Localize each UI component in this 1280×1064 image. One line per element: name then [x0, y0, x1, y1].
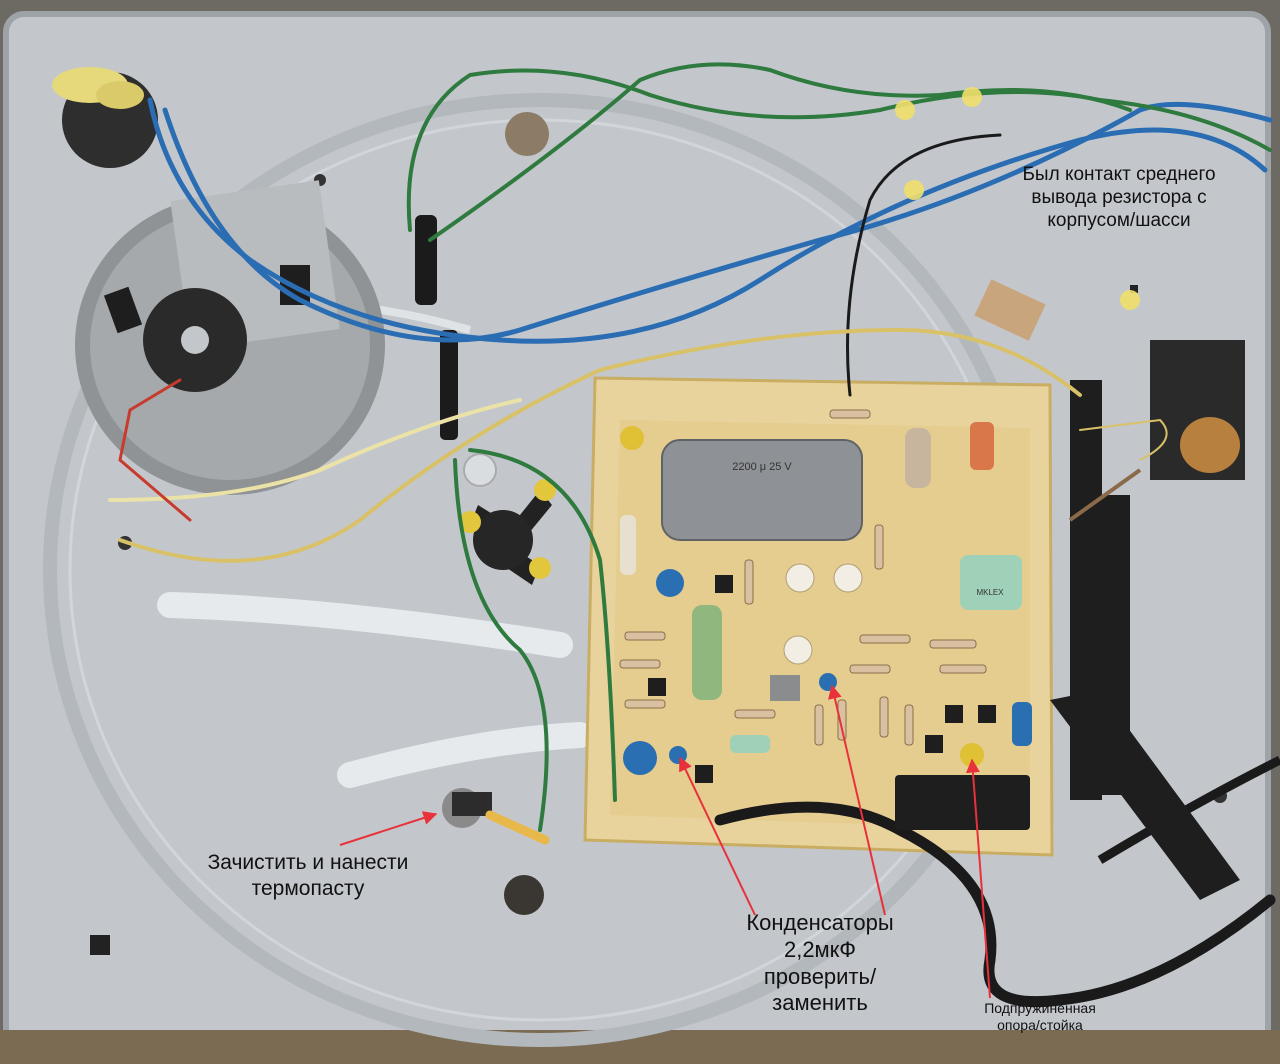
- capacitors-note: Конденсаторы 2,2мкФ проверить/ заменить: [746, 910, 894, 1016]
- main-capacitor: 2200 μ 25 V: [661, 439, 863, 541]
- arrow-spring: [965, 758, 991, 999]
- film-capacitor: MKLEX: [960, 555, 1022, 610]
- spindle-bracket: [459, 453, 556, 585]
- rubber-mount: [52, 67, 158, 168]
- svg-text:MKLEX: MKLEX: [976, 588, 1004, 597]
- transistor-chassis: [442, 788, 550, 845]
- thermal-paste-note: Зачистить и нанести термопасту: [207, 851, 409, 900]
- arrow-cap-2: [828, 684, 886, 916]
- tonearm-assembly: [1050, 285, 1245, 900]
- arrow-cap-1: [679, 756, 756, 916]
- pcb-board: 2200 μ 25 V MKLEX: [583, 376, 1054, 857]
- resistor-contact-note: Был контакт среднего вывода резистора с …: [1022, 164, 1216, 232]
- arrow-thermal: [339, 811, 438, 846]
- svg-text:2200 μ 25 V: 2200 μ 25 V: [732, 461, 792, 473]
- spring-support-note: Подпружиненная опора/стойка: [984, 1000, 1096, 1034]
- chassis-hole: [504, 875, 544, 915]
- annotation-arrows: [339, 684, 991, 999]
